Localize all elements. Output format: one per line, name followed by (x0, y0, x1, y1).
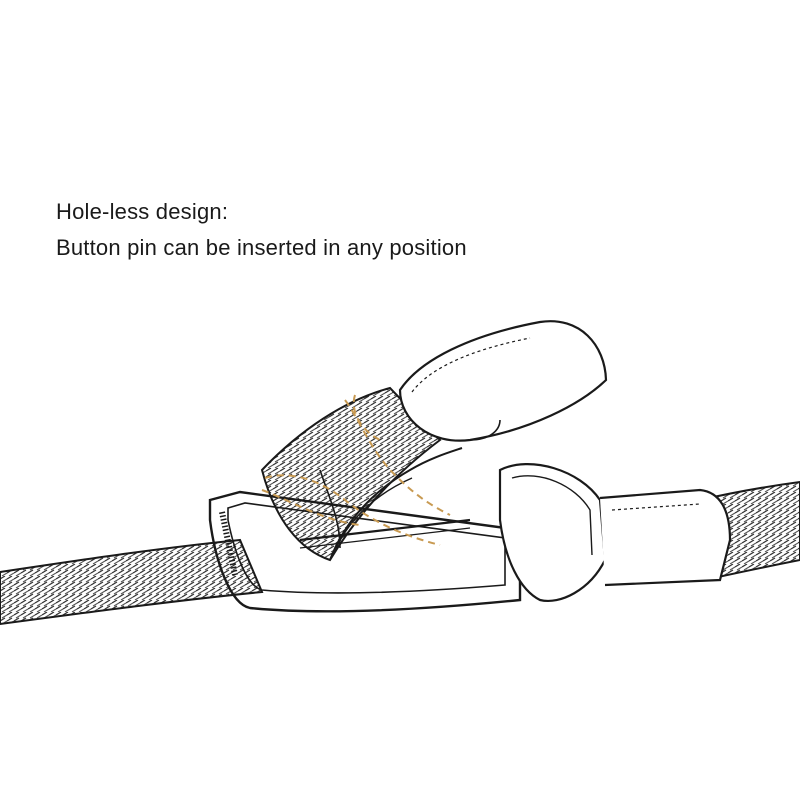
feature-caption: Hole-less design: Button pin can be inse… (56, 194, 467, 266)
belt-strap-left (0, 538, 264, 626)
caption-description: Button pin can be inserted in any positi… (56, 235, 467, 260)
pin-insertion-guide (261, 394, 451, 546)
caption-heading: Hole-less design: (56, 199, 229, 224)
leather-tip (398, 320, 608, 442)
buckle-frame (208, 490, 522, 613)
belt-keeper-loop (498, 463, 732, 603)
